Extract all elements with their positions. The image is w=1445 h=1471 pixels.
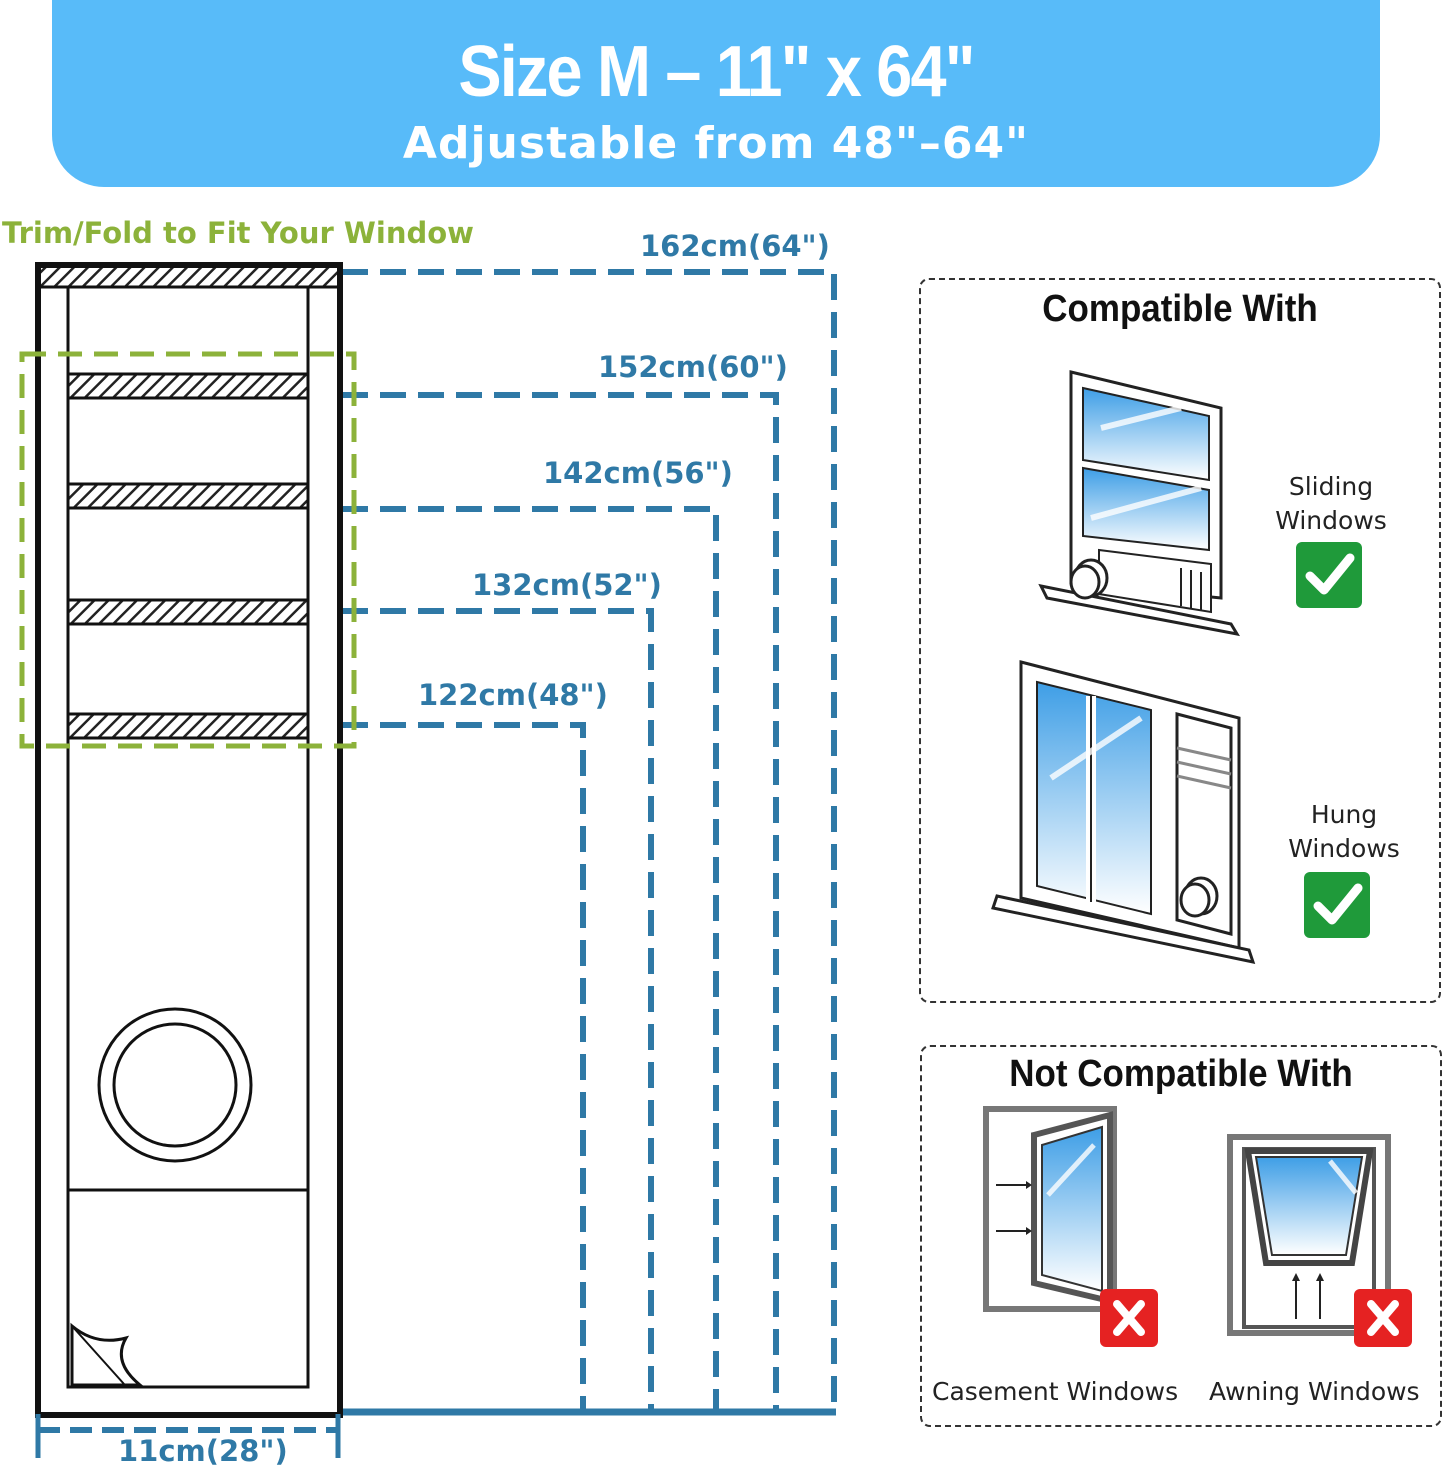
length-label-162: 162cm(64") xyxy=(640,229,830,263)
hung-windows-label: Hung Windows xyxy=(1288,800,1400,863)
dimension-lines xyxy=(342,269,837,1412)
panel-inner-frame xyxy=(66,285,310,1389)
hung-window-icon xyxy=(991,660,1256,964)
top-hatched-strip xyxy=(41,268,337,286)
trim-strip-4 xyxy=(66,712,310,740)
panel-outer-frame xyxy=(35,262,343,1418)
length-label-132: 132cm(52") xyxy=(472,568,662,602)
hung-check-icon xyxy=(1304,872,1370,938)
sliding-window-icon xyxy=(1038,370,1241,637)
header-banner: Size M – 11" x 64" Adjustable from 48"–6… xyxy=(52,0,1380,187)
casement-label: Casement Windows xyxy=(932,1377,1179,1406)
dim-line-122 xyxy=(342,722,586,1412)
width-label: 11cm(28") xyxy=(118,1434,288,1468)
length-label-122: 122cm(48") xyxy=(418,678,608,712)
corner-fastener-icon xyxy=(70,1322,145,1387)
casement-cross-icon xyxy=(1100,1289,1158,1347)
awning-label: Awning Windows xyxy=(1209,1377,1420,1406)
not-compatible-title: Not Compatible With xyxy=(1009,1053,1353,1095)
awning-cross-icon xyxy=(1354,1289,1412,1347)
hose-port-inner xyxy=(112,1022,238,1148)
length-label-152: 152cm(60") xyxy=(598,350,788,384)
sliding-windows-label: Sliding Windows xyxy=(1275,472,1387,535)
trim-label: Trim/Fold to Fit Your Window xyxy=(2,216,474,250)
trim-strip-3 xyxy=(66,598,310,626)
compatible-title: Compatible With xyxy=(1042,288,1318,330)
compatible-panel: Compatible With Sliding Windows xyxy=(919,278,1441,1003)
adjustable-subtitle: Adjustable from 48"–64" xyxy=(402,118,1030,169)
dim-line-142 xyxy=(342,506,719,1412)
size-title: Size M – 11" x 64" xyxy=(458,32,975,112)
dim-line-132 xyxy=(342,608,654,1412)
dim-line-152 xyxy=(342,392,779,1412)
trim-strip-2 xyxy=(66,482,310,510)
sliding-check-icon xyxy=(1296,542,1362,608)
trim-strip-1 xyxy=(66,372,310,400)
casement-window-icon xyxy=(983,1106,1117,1312)
length-label-142: 142cm(56") xyxy=(543,456,733,490)
not-compatible-panel: Not Compatible With Casement Windows Awn… xyxy=(920,1045,1442,1427)
trim-zone xyxy=(19,351,357,749)
dim-line-162 xyxy=(342,269,837,1412)
